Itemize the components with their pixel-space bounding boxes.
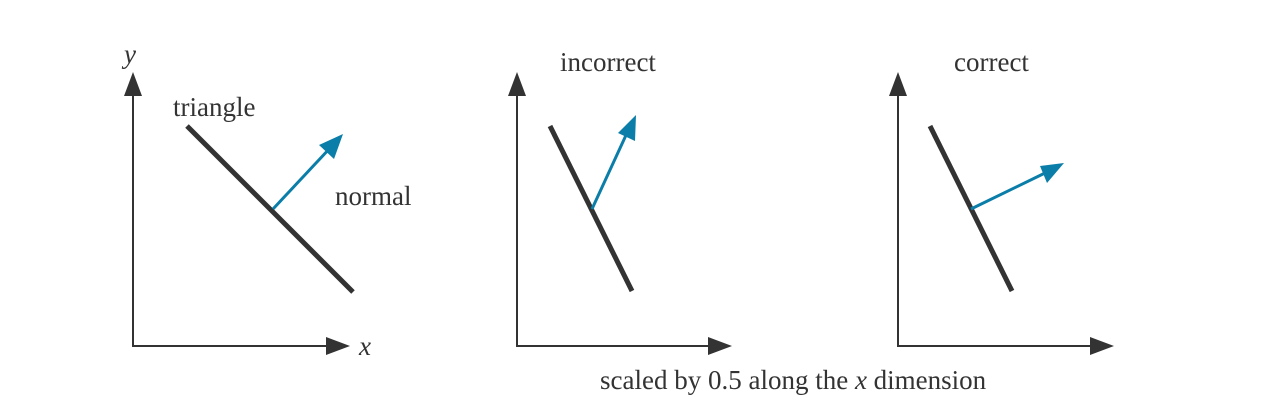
axes-correct bbox=[897, 90, 1094, 347]
normal-vector-correct bbox=[970, 171, 1046, 211]
normal-arrowhead bbox=[618, 115, 636, 141]
caption-suffix: dimension bbox=[867, 365, 987, 395]
panel-title-correct: correct bbox=[954, 47, 1029, 77]
caption: scaled by 0.5 along the x dimension bbox=[600, 365, 987, 395]
y-axis-arrowhead bbox=[124, 72, 142, 96]
normal-arrowhead bbox=[1040, 163, 1064, 183]
normal-vector bbox=[271, 145, 333, 211]
normal-vector-incorrect bbox=[590, 132, 629, 210]
y-axis-label: y bbox=[121, 39, 136, 69]
x-axis-arrowhead bbox=[1090, 337, 1114, 355]
x-axis-arrowhead bbox=[708, 337, 732, 355]
caption-variable: x bbox=[854, 365, 867, 395]
triangle-label: triangle bbox=[173, 92, 255, 122]
y-axis-arrowhead bbox=[508, 72, 526, 96]
x-axis-label: x bbox=[358, 331, 371, 361]
normal-label: normal bbox=[335, 181, 411, 211]
axes-original bbox=[132, 90, 330, 347]
panel-incorrect: incorrect bbox=[508, 47, 732, 355]
panel-correct: correct bbox=[889, 47, 1114, 355]
triangle-edge bbox=[185, 124, 355, 294]
y-axis-arrowhead bbox=[889, 72, 907, 96]
panel-title-incorrect: incorrect bbox=[560, 47, 656, 77]
caption-prefix: scaled by 0.5 along the bbox=[600, 365, 855, 395]
panel-original: y x triangle normal bbox=[121, 39, 411, 361]
normal-arrowhead bbox=[319, 134, 343, 159]
x-axis-arrowhead bbox=[326, 337, 350, 355]
axes-incorrect bbox=[516, 90, 712, 347]
